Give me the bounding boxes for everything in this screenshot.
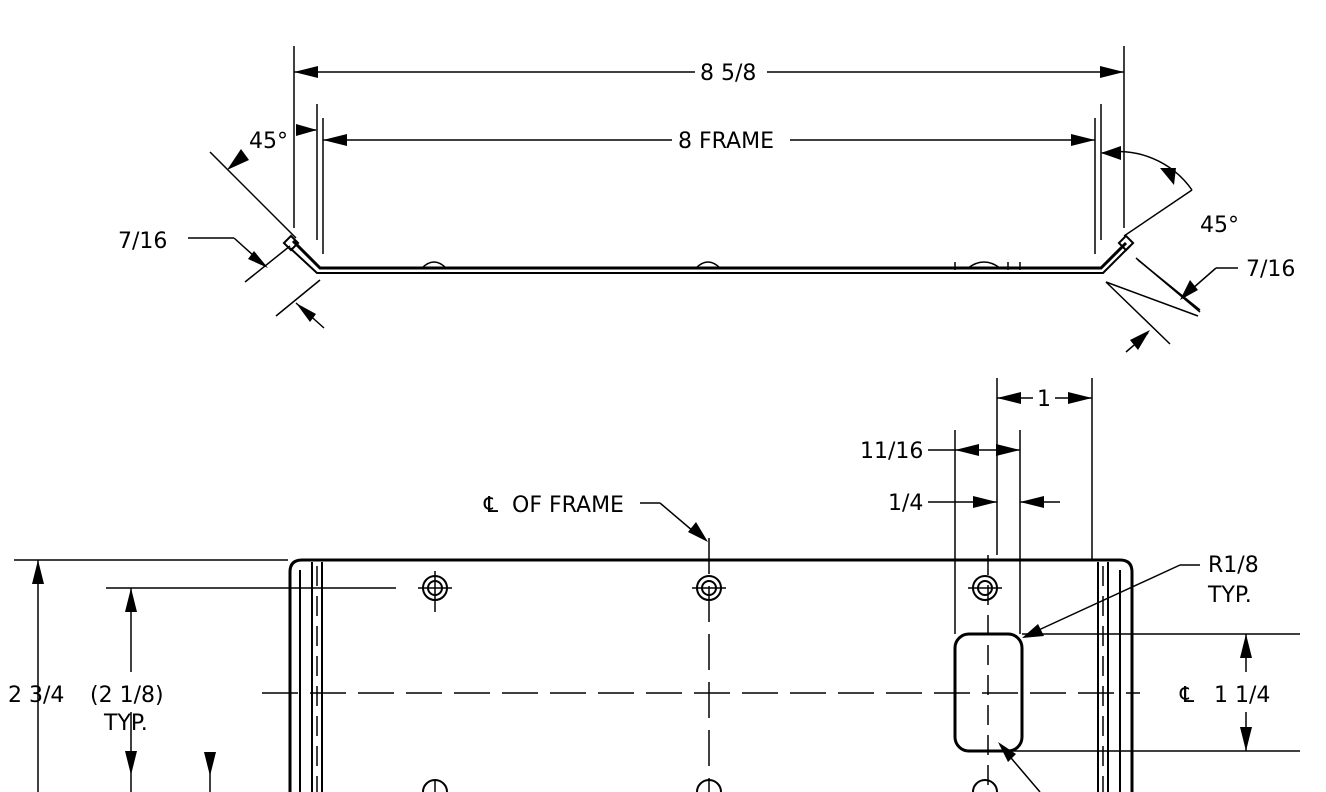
slot-offset-label: 1 bbox=[1037, 387, 1051, 412]
side-view: 8 5/8 8 FRAME 45° 45° 7/16 bbox=[118, 46, 1295, 353]
bracket-profile bbox=[291, 239, 1128, 270]
right-angle-label: 45° bbox=[1200, 213, 1239, 238]
hole-spacing-note: TYP. bbox=[103, 711, 148, 736]
plan-view: 2 3/4 (2 1/8) TYP. ℄ OF FRAME 1 11/16 bbox=[8, 378, 1300, 792]
slot-width-label: 1/4 bbox=[888, 491, 923, 516]
height-label: 2 3/4 bbox=[8, 683, 64, 708]
right-flange-tab bbox=[1117, 234, 1135, 252]
hole-spacing-label: (2 1/8) bbox=[90, 683, 164, 708]
corner-radius-label: R1/8 bbox=[1208, 553, 1259, 578]
hidden-feature-3 bbox=[967, 261, 1001, 269]
hole-top-left bbox=[418, 571, 452, 612]
right-flange-label: 7/16 bbox=[1246, 257, 1295, 282]
left-flange-label: 7/16 bbox=[118, 229, 167, 254]
slot-height-label: 1 1/4 bbox=[1214, 683, 1270, 708]
centerline-frame-label: OF FRAME bbox=[512, 493, 624, 518]
hidden-feature-1 bbox=[421, 261, 447, 269]
centerline-symbol-1: ℄ bbox=[483, 493, 499, 518]
left-angle-label: 45° bbox=[249, 129, 288, 154]
hole-bottom-right bbox=[972, 779, 998, 792]
bracket-profile-inner bbox=[289, 245, 1131, 274]
corner-radius-note: TYP. bbox=[1207, 583, 1252, 608]
slot-center-offset-label: 11/16 bbox=[860, 439, 923, 464]
overall-width-label: 8 5/8 bbox=[700, 61, 756, 86]
hole-bottom-center bbox=[696, 779, 722, 792]
hole-top-center bbox=[692, 575, 726, 601]
frame-width-label: 8 FRAME bbox=[678, 129, 774, 154]
slot-cutout bbox=[953, 632, 1024, 753]
hidden-feature-2 bbox=[695, 261, 721, 269]
plate-outline bbox=[288, 558, 1134, 792]
left-flange-tab bbox=[282, 234, 300, 252]
centerline-symbol-2: ℄ bbox=[1179, 683, 1195, 708]
hole-top-right bbox=[968, 575, 1002, 601]
